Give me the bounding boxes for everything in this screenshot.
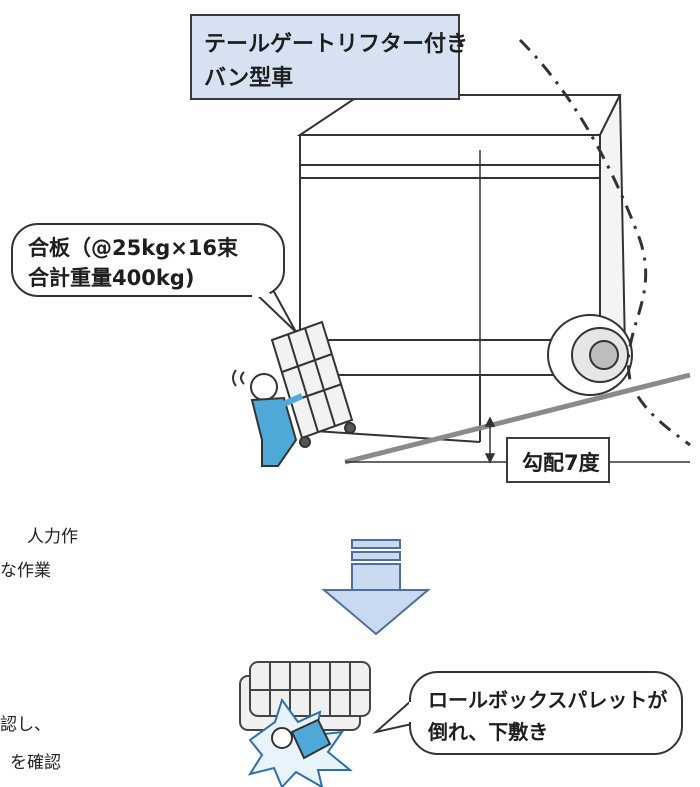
title-box: テールゲートリフター付き バン型車 [190, 14, 468, 100]
ground-slope [344, 372, 691, 465]
accident-callout-line2: 倒れ、下敷き [428, 720, 549, 744]
cut-text-2: な作業 [0, 561, 51, 581]
dashdot-curve [518, 38, 691, 447]
cut-text-1: 人力作 [27, 527, 78, 547]
cut-text-4: を確認 [10, 753, 61, 773]
load-callout-line1: 合板（@25kg×16束 [28, 236, 239, 260]
trapped-worker [271, 718, 332, 760]
accident-callout-line1: ロールボックスパレットが [428, 688, 668, 712]
slope-label: 勾配7度 [522, 451, 600, 475]
fallen-pallet [239, 661, 371, 731]
cut-text-3: 認し、 [0, 715, 51, 735]
slope-label-box: 勾配7度 [506, 437, 610, 483]
truck-wheel [547, 314, 633, 396]
load-callout-line2: 合計重量400kg) [28, 266, 195, 290]
load-callout-bubble [11, 223, 285, 297]
roll-box-pallet [270, 320, 356, 448]
down-arrow [321, 539, 431, 636]
title-line1: テールゲートリフター付き [204, 32, 469, 57]
slope-angle-marker [484, 416, 496, 464]
truck-rear [299, 134, 601, 376]
truck-roof [296, 94, 622, 136]
title-line2: バン型車 [204, 66, 294, 91]
worker-figure [232, 369, 304, 467]
accident-callout-tail [372, 697, 413, 734]
